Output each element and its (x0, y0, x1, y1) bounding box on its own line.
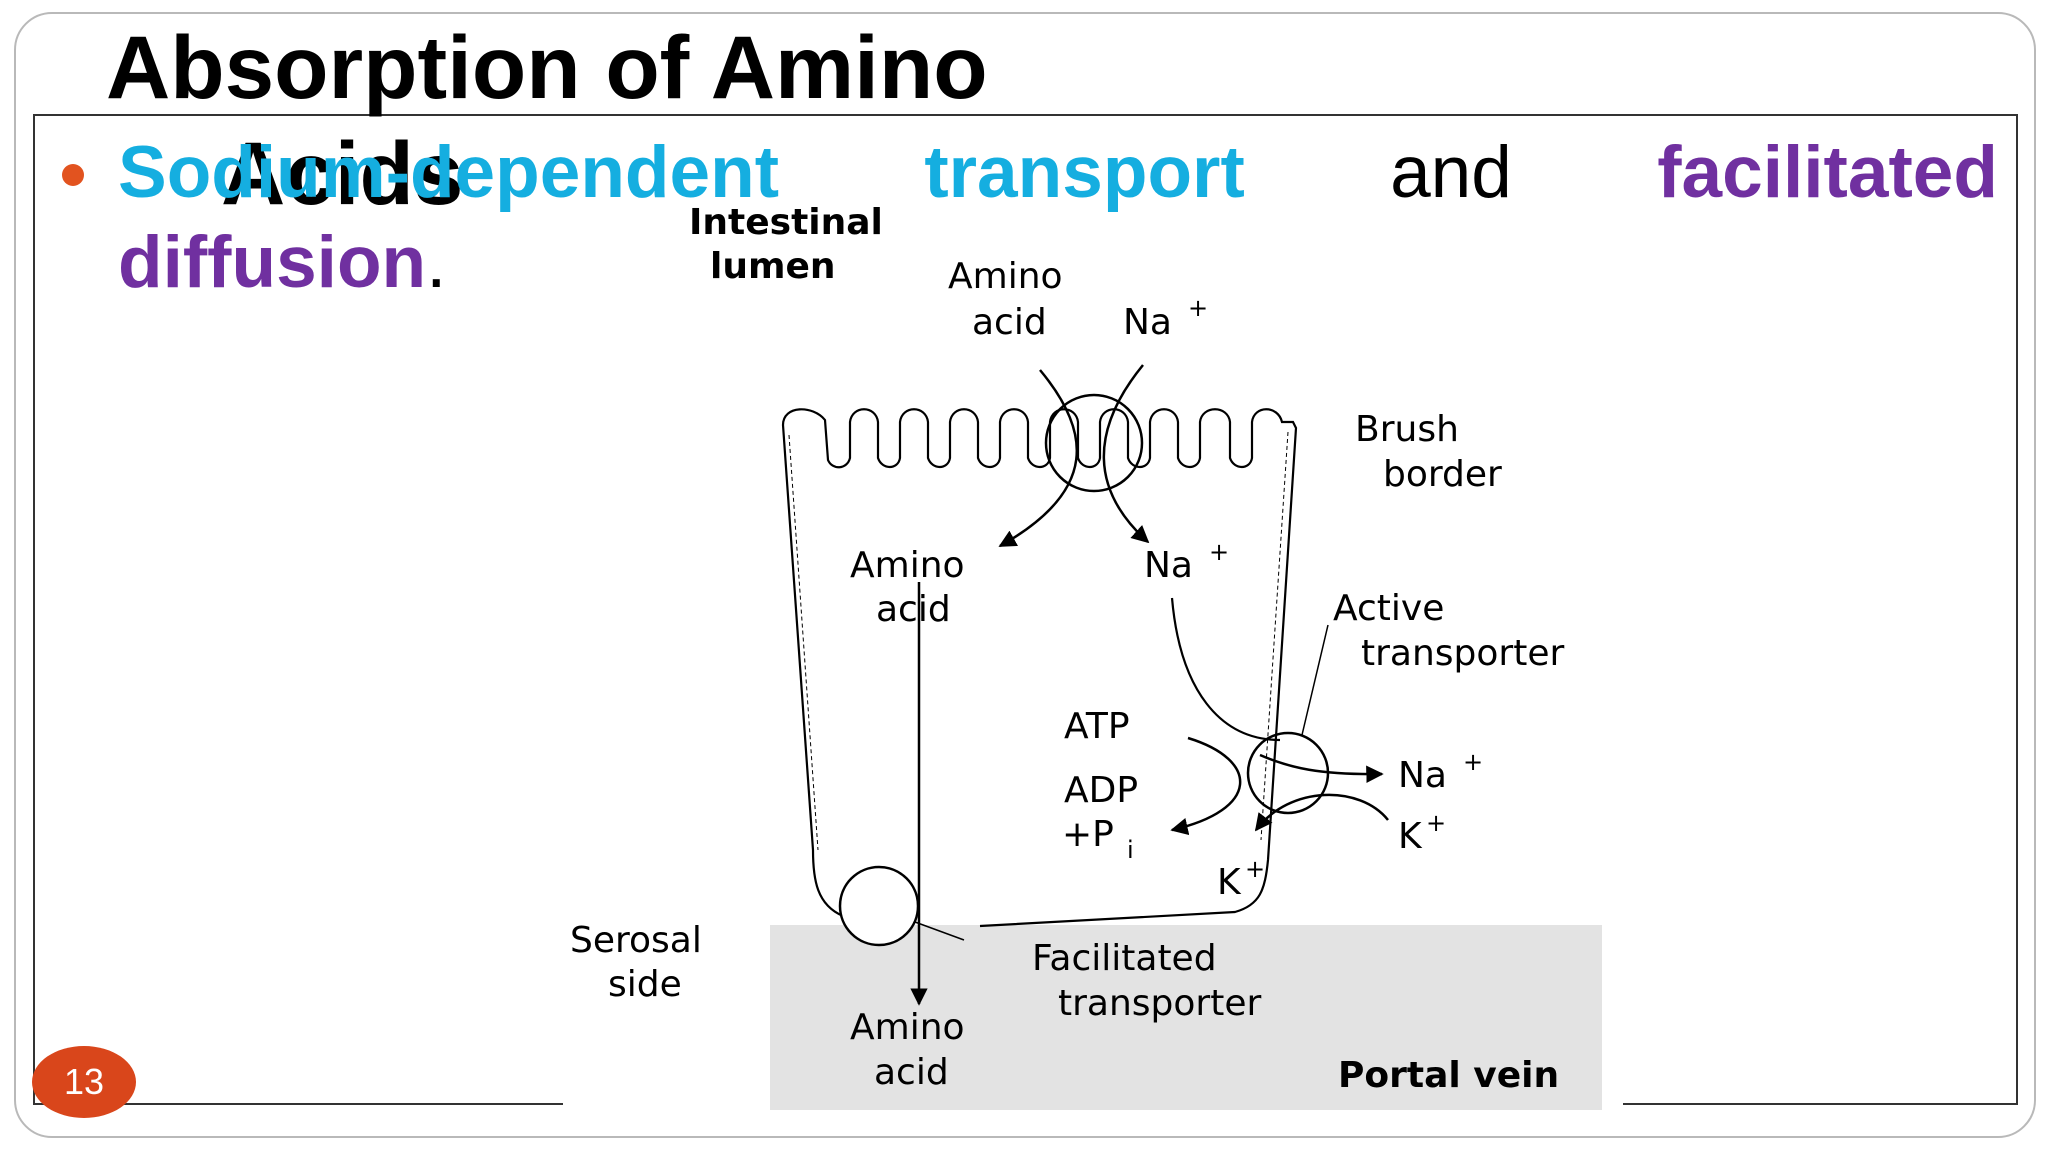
label-brush-border-1: Brush (1355, 409, 1459, 450)
bullet-line-1: Sodium-dependent transport and facilitat… (118, 128, 1998, 218)
portal-vein-region (770, 925, 1602, 1110)
label-pi: +P (1062, 814, 1114, 855)
amino-acid-absorption-diagram: Intestinal lumen Amino acid Na + Brush b… (570, 202, 1602, 1110)
cell-outline (781, 408, 1298, 928)
label-k-cell-plus: + (1245, 855, 1265, 883)
bullet-period: . (426, 222, 447, 303)
content-box (33, 114, 2018, 1105)
label-facilitated-transporter-2: transporter (1058, 983, 1261, 1024)
bullet-line-2: diffusion. (118, 218, 1998, 308)
label-amino-acid-mid-1: Amino (850, 545, 965, 586)
bullet-and: and (1390, 132, 1512, 213)
bullet-diffusion: diffusion (118, 222, 427, 303)
label-serosal-side-2: side (608, 964, 682, 1005)
amino-acid-influx-arrow (998, 369, 1079, 548)
sodium-to-pump-arrow (1170, 597, 1281, 742)
brush-border-cotransporter (1044, 393, 1144, 493)
sodium-efflux-arrow (1259, 753, 1384, 784)
label-active-transporter-2: transporter (1361, 633, 1564, 674)
page-number-badge: 13 (32, 1046, 136, 1118)
label-na-mid: Na (1144, 545, 1193, 586)
label-intestinal-lumen-1: Intestinal (689, 202, 883, 243)
label-serosal-side-1: Serosal (570, 920, 702, 961)
potassium-influx-arrow (1254, 793, 1389, 832)
facilitated-transporter (838, 865, 920, 947)
label-atp: ATP (1064, 706, 1130, 747)
label-amino-acid-mid-2: acid (876, 589, 951, 630)
label-active-transporter-1: Active (1333, 588, 1444, 629)
label-na-top-plus: + (1188, 294, 1208, 322)
label-amino-acid-top-1: Amino (948, 256, 1063, 297)
label-na-out: Na (1398, 755, 1447, 796)
label-adp: ADP (1064, 770, 1138, 811)
title-line-1: Absorption of Amino (106, 17, 988, 117)
active-transporter-leader (1301, 624, 1329, 736)
label-k-cell: K (1217, 862, 1242, 903)
label-intestinal-lumen-2: lumen (710, 246, 836, 287)
footer-line-left (33, 1103, 563, 1105)
label-pi-subscript: i (1127, 836, 1134, 864)
bullet-dot (62, 164, 84, 186)
cell-outline-inner (788, 434, 819, 851)
slide-title: Absorption of Amino Acids (106, 14, 988, 226)
bullet-sodium-dependent: Sodium-dependent (118, 132, 780, 213)
facilitated-transporter-leader (914, 921, 965, 941)
bullet-text: Sodium-dependent transport and facilitat… (118, 128, 1998, 308)
title-line-2: Acids (221, 123, 464, 223)
bullet-transport: transport (924, 132, 1245, 213)
active-transporter (1246, 731, 1330, 815)
label-brush-border-2: border (1383, 454, 1502, 495)
sodium-influx-arrow (1102, 364, 1150, 544)
label-k-in: K (1398, 816, 1423, 857)
atp-hydrolysis-arrow (1170, 736, 1242, 836)
label-k-in-plus: + (1426, 809, 1446, 837)
label-portal-vein: Portal vein (1338, 1055, 1559, 1096)
cell-outline-inner-right (1260, 431, 1289, 841)
label-na-mid-plus: + (1209, 538, 1229, 566)
label-amino-acid-top-2: acid (972, 302, 1047, 343)
label-na-out-plus: + (1463, 748, 1483, 776)
label-facilitated-transporter-1: Facilitated (1032, 938, 1217, 979)
bullet-facilitated: facilitated (1657, 132, 1998, 213)
label-na-top: Na (1123, 302, 1172, 343)
footer-line-right (1623, 1103, 2018, 1105)
label-amino-acid-bottom-1: Amino (850, 1007, 965, 1048)
label-amino-acid-bottom-2: acid (874, 1052, 949, 1093)
